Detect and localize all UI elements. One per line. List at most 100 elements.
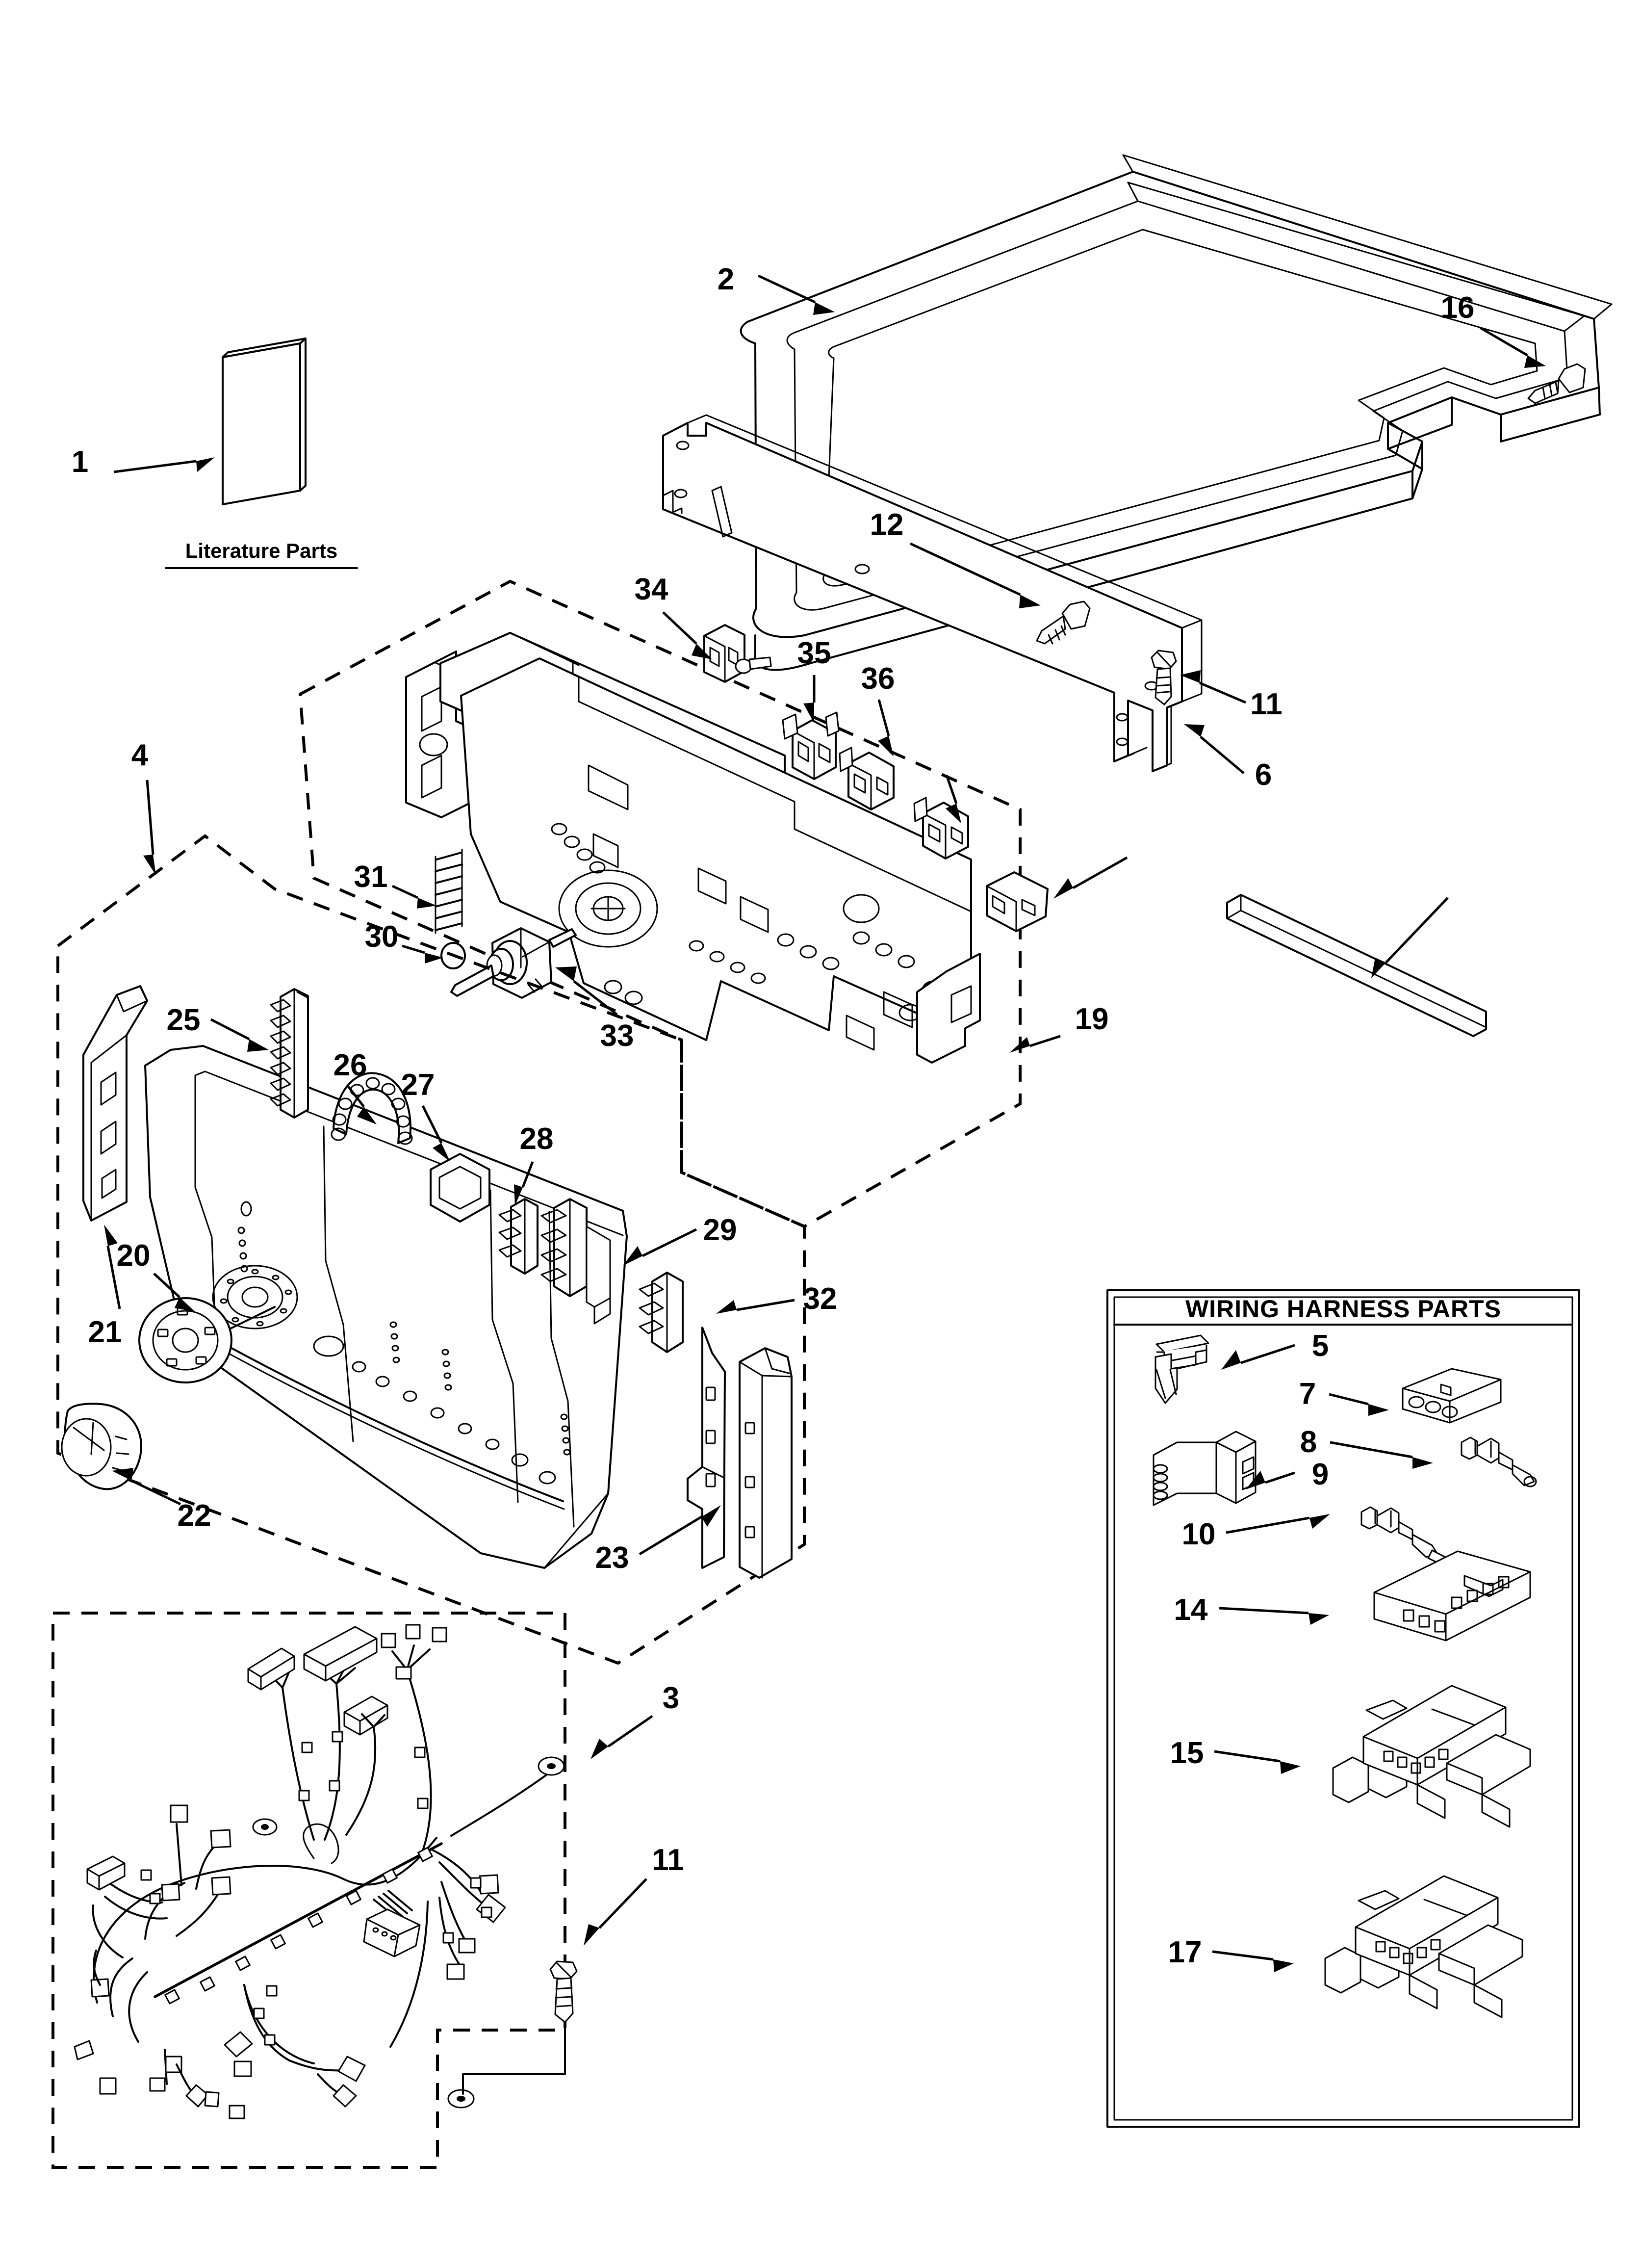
callout-10-leader (1226, 1514, 1330, 1534)
wiring-box-title: WIRING HARNESS PARTS (1185, 1295, 1501, 1323)
part-3-wire-harness-assembly (74, 1624, 565, 2119)
callout-8-leader (1330, 1441, 1433, 1469)
part-5-harness-clip (1155, 1334, 1209, 1404)
part-16-screw (1527, 363, 1586, 404)
callout-9-leader (1246, 1471, 1295, 1489)
callout-label-2: 2 (718, 262, 734, 296)
part-11-screw-harness (462, 1960, 578, 2095)
part-21-console-end-cap-right (687, 1327, 793, 1579)
callout-label-17: 17 (1168, 1935, 1202, 1969)
console-backing-frame (405, 632, 981, 1064)
callout-label-4: 4 (131, 738, 149, 772)
callout-label-13: 20 (117, 1239, 151, 1273)
callout-32-leader (803, 675, 816, 723)
callout-29-leader (402, 944, 443, 964)
callout-35-leader (1053, 856, 1128, 899)
callout-25-leader (514, 1161, 534, 1206)
callout-label-1: 1 (72, 445, 88, 479)
callout-19-leader (1009, 1035, 1061, 1053)
callout-28-leader (555, 966, 618, 1016)
callout-label-7: 7 (1299, 1377, 1316, 1411)
callout-label-26: 29 (703, 1213, 737, 1247)
wiring-harness-parts-box: WIRING HARNESS PARTS 5 (1106, 1289, 1580, 2128)
callout-2-leader (757, 274, 835, 315)
callout-36-leader (1371, 897, 1449, 978)
callout-label-14: 14 (1174, 1593, 1208, 1627)
callout-label-6: 6 (1255, 758, 1272, 792)
callout-18-leader (112, 1468, 181, 1506)
callout-33-leader (877, 699, 894, 756)
part-25-push-button-pair (498, 1198, 539, 1275)
part-26-push-button-bank-four (540, 1198, 611, 1325)
callout-3-leader (590, 1715, 653, 1759)
part-24-display-window-bezel (430, 1153, 490, 1223)
callout-20-leader (104, 1225, 121, 1309)
callout-label-28: 33 (600, 1019, 634, 1053)
callout-label-18: 22 (178, 1499, 211, 1533)
callout-label-27: 32 (803, 1282, 837, 1316)
callout-7-leader (1329, 1393, 1389, 1416)
callout-22-leader (210, 1018, 269, 1052)
callout-label-31: 34 (635, 573, 668, 606)
callout-21-leader (639, 1505, 721, 1556)
part-17-connector-housing-large-b (1324, 1875, 1523, 2018)
callout-label-25: 28 (520, 1122, 554, 1156)
callout-16-leader (1479, 326, 1546, 368)
part-15-connector-housing-large-a (1332, 1685, 1531, 1828)
part-31-switch-module-single (703, 624, 772, 683)
part-32-switch-module-dual (782, 711, 840, 780)
callout-15-leader (1214, 1750, 1301, 1774)
callout-6-leader (1184, 724, 1245, 774)
callout-label-30: 31 (354, 860, 388, 894)
part-33-switch-module-triple (839, 747, 895, 810)
callout-label-11-harness: 11 (652, 1843, 684, 1877)
callout-label-15: 15 (1170, 1736, 1204, 1770)
callout-4-leader (143, 780, 156, 875)
part-7-three-pin-connector-housing (1402, 1368, 1502, 1424)
harness-ribbon-connector (363, 1890, 421, 1957)
callout-31-leader (662, 611, 712, 659)
harness-grommet (252, 1756, 565, 2109)
part-28-rotary-selector-switch (450, 927, 577, 999)
callout-label-11-upper: 11 (1250, 687, 1283, 721)
callout-label-12: 12 (870, 508, 904, 542)
callout-label-16: 16 (1441, 291, 1475, 325)
callout-11-leader-upper (1180, 670, 1246, 704)
callout-23-leader (346, 1084, 377, 1124)
part-9-four-pin-connector-housing (1153, 1431, 1257, 1506)
callout-34-leader (945, 775, 961, 823)
part-35-switch-module-end (986, 871, 1049, 932)
console-front-panel (144, 1045, 628, 1569)
part-14-multi-pin-connector-block (1373, 1550, 1531, 1642)
callout-label-9: 9 (1312, 1458, 1329, 1491)
callout-label-21: 23 (595, 1541, 629, 1575)
callout-5-leader (1221, 1344, 1295, 1370)
callout-label-19: 19 (1075, 1002, 1109, 1036)
part-13-knob-dial-skirt (138, 1297, 276, 1383)
part-11-screw-upper (1151, 650, 1177, 705)
part-36-console-trim-strip (1226, 894, 1487, 1037)
part-12-rail-screw (1036, 600, 1091, 645)
callout-27-leader (716, 1299, 795, 1314)
callout-label-33: 36 (861, 662, 895, 696)
callout-label-20: 21 (88, 1315, 122, 1349)
part-10-male-terminal (1360, 1506, 1458, 1571)
callout-label-23: 26 (334, 1048, 367, 1082)
part-27-push-button-bank-three (639, 1272, 684, 1353)
callout-label-32: 35 (797, 636, 831, 670)
callout-label-8: 8 (1300, 1425, 1317, 1459)
callout-24-leader (421, 1105, 450, 1162)
callout-12-leader (909, 542, 1041, 608)
part-6-console-rear-bracket (662, 414, 1203, 772)
callout-17-leader (1212, 1950, 1294, 1972)
callout-1-leader (113, 457, 215, 473)
callout-13-leader (153, 1273, 195, 1312)
part-22-switch-bank-seven-position (270, 988, 309, 1119)
callout-14-leader (1219, 1607, 1329, 1625)
callout-label-3: 3 (663, 1681, 679, 1715)
callout-label-24: 27 (401, 1068, 435, 1102)
callout-26-leader (623, 1228, 697, 1266)
part-1-literature-packet (222, 338, 307, 505)
